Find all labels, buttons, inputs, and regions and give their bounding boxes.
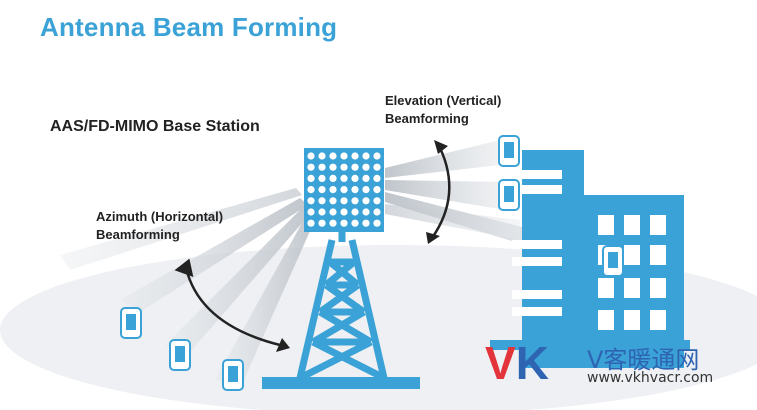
antenna-element [373, 152, 381, 160]
antenna-element [351, 208, 359, 216]
antenna-element [329, 174, 337, 182]
tower-base [262, 377, 420, 389]
antenna-element [340, 208, 348, 216]
antenna-element [340, 174, 348, 182]
phone-icon [498, 135, 520, 167]
antenna-element [373, 163, 381, 171]
antenna-element [329, 163, 337, 171]
antenna-element [373, 174, 381, 182]
antenna-element [351, 186, 359, 194]
antenna-element [318, 174, 326, 182]
antenna-element [318, 197, 326, 205]
antenna-element [351, 152, 359, 160]
diagram-title: Antenna Beam Forming [40, 12, 338, 42]
antenna-element [329, 208, 337, 216]
antenna-element [307, 197, 315, 205]
antenna-element [307, 163, 315, 171]
building-icon [490, 150, 690, 368]
phone-icon [222, 359, 244, 391]
antenna-element [340, 197, 348, 205]
azimuth-arrow-icon [174, 258, 290, 352]
elevation-label-line1: Elevation (Vertical) [385, 93, 502, 108]
antenna-element [318, 152, 326, 160]
antenna-element [340, 186, 348, 194]
azimuth-label-line1: Azimuth (Horizontal) [96, 209, 224, 224]
antenna-element [362, 152, 370, 160]
antenna-element [362, 219, 370, 227]
antenna-element [340, 219, 348, 227]
watermark-chinese: V客暖通网 [587, 346, 700, 374]
phone-icon [498, 179, 520, 211]
antenna-element [362, 186, 370, 194]
antenna-array-icon [304, 148, 384, 232]
antenna-element [362, 197, 370, 205]
elevation-label-line2: Beamforming [385, 111, 469, 126]
watermark: VK V客暖通网 www.vkhvacr.com [485, 338, 750, 394]
tower-icon [296, 232, 388, 382]
antenna-element [340, 163, 348, 171]
antenna-element [307, 152, 315, 160]
antenna-element [351, 219, 359, 227]
azimuth-label: Azimuth (Horizontal) Beamforming [96, 208, 223, 244]
antenna-element [362, 163, 370, 171]
antenna-element [307, 186, 315, 194]
antenna-element [329, 197, 337, 205]
antenna-element [307, 219, 315, 227]
azimuth-label-line2: Beamforming [96, 227, 180, 242]
phone-icon [602, 245, 624, 277]
antenna-element [329, 219, 337, 227]
antenna-element [351, 163, 359, 171]
watermark-url: www.vkhvacr.com [587, 370, 714, 386]
antenna-element [307, 174, 315, 182]
watermark-v: V [485, 337, 516, 389]
antenna-element [318, 163, 326, 171]
antenna-element [373, 208, 381, 216]
elevation-label: Elevation (Vertical) Beamforming [385, 92, 501, 128]
phone-icon [169, 339, 191, 371]
antenna-element [318, 208, 326, 216]
phone-icon [120, 307, 142, 339]
antenna-element [373, 186, 381, 194]
elevation-arrow-icon [426, 140, 451, 244]
antenna-element [362, 174, 370, 182]
antenna-element [373, 219, 381, 227]
antenna-element [318, 186, 326, 194]
antenna-element [307, 208, 315, 216]
watermark-k: K [515, 337, 549, 389]
antenna-element [329, 186, 337, 194]
azimuth-beams [60, 188, 314, 384]
antenna-element [318, 219, 326, 227]
antenna-element [329, 152, 337, 160]
antenna-element [351, 174, 359, 182]
antenna-element [373, 197, 381, 205]
base-station-label: AAS/FD-MIMO Base Station [50, 118, 260, 135]
antenna-element [340, 152, 348, 160]
antenna-element [362, 208, 370, 216]
antenna-element [351, 197, 359, 205]
watermark-logo: VK [485, 338, 549, 388]
